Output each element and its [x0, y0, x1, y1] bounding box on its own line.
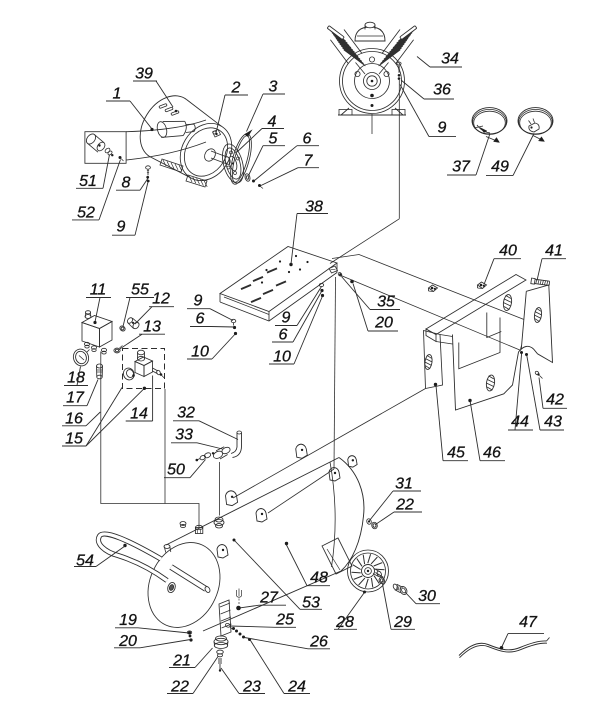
svg-text:40: 40 — [499, 242, 517, 259]
svg-text:9: 9 — [194, 292, 203, 309]
svg-text:15: 15 — [65, 430, 83, 447]
svg-text:46: 46 — [483, 444, 501, 461]
svg-text:8: 8 — [122, 174, 131, 191]
svg-text:18: 18 — [67, 369, 85, 386]
svg-text:34: 34 — [441, 50, 459, 67]
svg-text:2: 2 — [231, 79, 241, 96]
svg-text:33: 33 — [175, 426, 193, 443]
svg-text:23: 23 — [242, 678, 261, 695]
svg-text:10: 10 — [273, 348, 291, 365]
svg-text:14: 14 — [130, 406, 148, 423]
svg-text:24: 24 — [287, 678, 306, 695]
svg-text:11: 11 — [90, 281, 107, 298]
svg-text:39: 39 — [135, 65, 153, 82]
svg-text:6: 6 — [196, 310, 205, 327]
svg-text:52: 52 — [77, 204, 95, 221]
svg-text:9: 9 — [282, 309, 291, 326]
svg-text:30: 30 — [418, 588, 436, 605]
svg-text:16: 16 — [65, 410, 83, 427]
svg-text:32: 32 — [177, 404, 195, 421]
svg-text:26: 26 — [309, 633, 328, 650]
svg-text:12: 12 — [152, 290, 170, 307]
svg-text:29: 29 — [393, 614, 412, 631]
svg-text:6: 6 — [303, 130, 312, 147]
svg-text:45: 45 — [447, 444, 465, 461]
svg-text:22: 22 — [395, 496, 414, 513]
svg-text:36: 36 — [433, 81, 451, 98]
svg-text:13: 13 — [143, 318, 161, 335]
svg-text:47: 47 — [519, 614, 538, 631]
svg-text:1: 1 — [113, 85, 122, 102]
svg-text:10: 10 — [191, 343, 209, 360]
svg-text:38: 38 — [305, 198, 323, 215]
svg-text:17: 17 — [66, 389, 85, 406]
svg-text:28: 28 — [335, 614, 354, 631]
svg-text:50: 50 — [167, 461, 185, 478]
svg-text:5: 5 — [269, 130, 278, 147]
svg-text:22: 22 — [170, 678, 189, 695]
svg-text:27: 27 — [259, 589, 279, 606]
svg-text:6: 6 — [279, 326, 288, 343]
svg-text:44: 44 — [511, 413, 529, 430]
svg-text:3: 3 — [269, 78, 278, 95]
svg-text:9: 9 — [117, 218, 126, 235]
svg-text:9: 9 — [438, 119, 447, 136]
svg-text:21: 21 — [172, 652, 191, 669]
svg-text:51: 51 — [79, 173, 97, 190]
svg-text:41: 41 — [545, 242, 563, 259]
svg-text:35: 35 — [377, 293, 395, 310]
svg-text:37: 37 — [452, 158, 471, 175]
svg-text:43: 43 — [544, 413, 562, 430]
svg-text:31: 31 — [395, 475, 413, 492]
svg-text:55: 55 — [131, 281, 149, 298]
svg-text:20: 20 — [374, 314, 393, 331]
svg-text:48: 48 — [310, 569, 328, 586]
svg-text:19: 19 — [119, 612, 137, 629]
svg-text:42: 42 — [546, 391, 564, 408]
svg-text:49: 49 — [491, 158, 509, 175]
svg-text:7: 7 — [304, 152, 314, 169]
svg-text:4: 4 — [268, 113, 277, 130]
svg-text:25: 25 — [275, 611, 294, 628]
